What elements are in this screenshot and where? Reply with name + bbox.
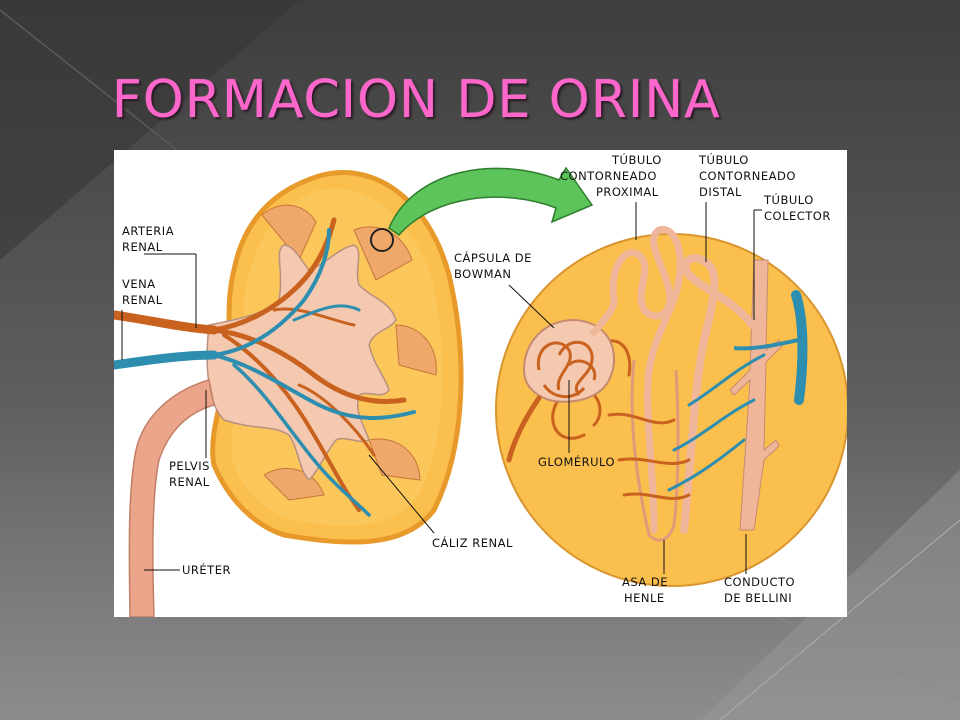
loop-of-henle <box>630 359 680 542</box>
label-conducto-bellini-1: CONDUCTO <box>724 575 795 589</box>
glomerulus <box>536 340 597 399</box>
zoom-arrow <box>388 166 594 237</box>
kidney-diagram-svg: ARTERIA RENAL VENA RENAL PELVIS RENAL UR… <box>114 152 847 617</box>
bowman-capsule <box>506 299 618 463</box>
label-vena-renal-2: RENAL <box>122 293 163 307</box>
label-glomerulo: GLOMÉRULO <box>538 454 615 469</box>
distal-tubule <box>680 254 756 534</box>
label-pelvis-renal-1: PELVIS <box>169 459 210 473</box>
magnify-circle <box>370 228 394 252</box>
label-tubulo-colector-2: COLECTOR <box>764 209 831 223</box>
renal-artery <box>114 217 407 512</box>
label-caliz-renal: CÁLIZ RENAL <box>432 535 513 550</box>
label-pelvis-renal-2: RENAL <box>169 475 210 489</box>
label-tubulo-distal-3: DISTAL <box>699 185 742 199</box>
label-tubulo-colector-1: TÚBULO <box>763 192 814 207</box>
kidney-section <box>114 170 464 617</box>
kidney-diagram: ARTERIA RENAL VENA RENAL PELVIS RENAL UR… <box>114 150 847 617</box>
label-tubulo-proximal-1: TÚBULO <box>611 152 662 167</box>
slide-title: FORMACION DE ORINA <box>112 70 721 130</box>
ureter-tube <box>128 379 215 617</box>
label-tubulo-proximal-2: CONTORNEADO <box>560 169 657 183</box>
label-capsula-bowman-2: BOWMAN <box>454 267 512 281</box>
label-tubulo-distal-2: CONTORNEADO <box>699 169 796 183</box>
label-capsula-bowman-1: CÁPSULA DE <box>454 250 532 265</box>
label-arteria-renal-1: ARTERIA <box>122 224 174 238</box>
label-asa-henle-1: ASA DE <box>622 575 668 589</box>
proximal-tubule <box>609 225 684 534</box>
nephron-vein-branch <box>733 338 800 351</box>
diagram-labels: ARTERIA RENAL VENA RENAL PELVIS RENAL UR… <box>121 152 831 605</box>
renal-vein <box>114 228 416 517</box>
label-conducto-bellini-2: DE BELLINI <box>724 591 792 605</box>
label-asa-henle-2: HENLE <box>624 591 665 605</box>
label-vena-renal-1: VENA <box>122 277 156 291</box>
nephron-vein <box>791 290 808 405</box>
peritubular-capillaries <box>551 339 766 500</box>
label-tubulo-proximal-3: PROXIMAL <box>596 185 659 199</box>
label-ureter: URÉTER <box>182 562 231 577</box>
nephron-detail <box>495 225 847 587</box>
label-tubulo-distal-1: TÚBULO <box>698 152 749 167</box>
label-arteria-renal-2: RENAL <box>122 240 163 254</box>
